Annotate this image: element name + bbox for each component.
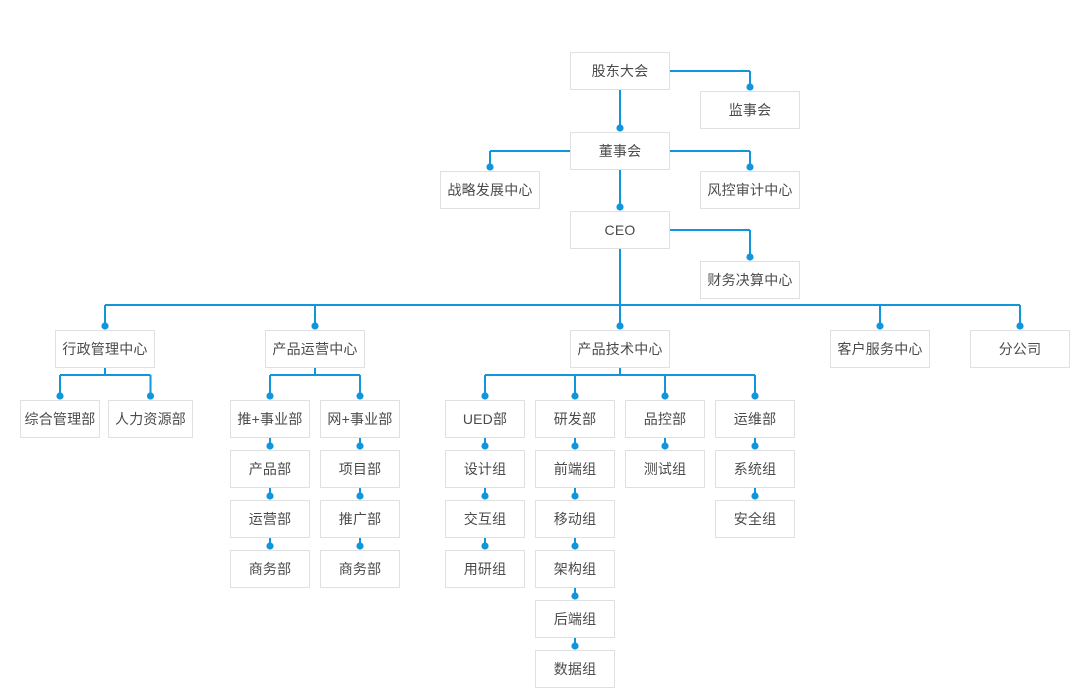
org-node-n14[interactable]: 人力资源部: [108, 400, 193, 438]
org-node-n23[interactable]: UED部: [445, 400, 525, 438]
org-node-label: 综合管理部: [24, 411, 96, 427]
org-node-n26[interactable]: 用研组: [445, 550, 525, 588]
org-node-n29[interactable]: 移动组: [535, 500, 615, 538]
org-node-label: 后端组: [553, 611, 597, 627]
org-node-label: 商务部: [248, 561, 292, 577]
org-node-label: 网+事业部: [327, 411, 393, 427]
org-node-n11[interactable]: 客户服务中心: [830, 330, 930, 368]
org-node-n19[interactable]: 网+事业部: [320, 400, 400, 438]
org-node-label: 战略发展中心: [447, 182, 533, 198]
org-node-n24[interactable]: 设计组: [445, 450, 525, 488]
org-node-n35[interactable]: 运维部: [715, 400, 795, 438]
org-node-label: 股东大会: [591, 63, 649, 79]
org-node-label: 财务决算中心: [707, 272, 793, 288]
org-node-n37[interactable]: 安全组: [715, 500, 795, 538]
org-node-n28[interactable]: 前端组: [535, 450, 615, 488]
org-node-n1[interactable]: 股东大会: [570, 52, 670, 90]
org-node-label: 行政管理中心: [62, 341, 148, 357]
org-node-label: 前端组: [553, 461, 597, 477]
org-node-label: 产品运营中心: [272, 341, 358, 357]
org-node-n18[interactable]: 商务部: [230, 550, 310, 588]
org-node-label: 董事会: [598, 143, 642, 159]
org-node-label: 运营部: [248, 511, 292, 527]
org-node-label: CEO: [604, 222, 636, 238]
org-node-label: UED部: [462, 411, 508, 427]
org-node-n34[interactable]: 测试组: [625, 450, 705, 488]
org-node-n27[interactable]: 研发部: [535, 400, 615, 438]
org-node-label: 设计组: [463, 461, 507, 477]
org-node-n8[interactable]: 行政管理中心: [55, 330, 155, 368]
org-node-label: 产品技术中心: [577, 341, 663, 357]
org-node-label: 用研组: [463, 561, 507, 577]
org-node-label: 项目部: [338, 461, 382, 477]
org-node-n15[interactable]: 推+事业部: [230, 400, 310, 438]
org-node-n4[interactable]: 战略发展中心: [440, 171, 540, 209]
org-node-n13[interactable]: 综合管理部: [20, 400, 100, 438]
org-node-label: 运维部: [733, 411, 777, 427]
org-node-n17[interactable]: 运营部: [230, 500, 310, 538]
org-node-n32[interactable]: 数据组: [535, 650, 615, 688]
org-node-label: 客户服务中心: [837, 341, 923, 357]
org-node-n5[interactable]: 风控审计中心: [700, 171, 800, 209]
org-node-label: 推广部: [338, 511, 382, 527]
org-node-label: 风控审计中心: [707, 182, 793, 198]
org-node-label: 测试组: [643, 461, 687, 477]
org-node-n6[interactable]: CEO: [570, 211, 670, 249]
org-node-n3[interactable]: 董事会: [570, 132, 670, 170]
org-node-n21[interactable]: 推广部: [320, 500, 400, 538]
org-node-n33[interactable]: 品控部: [625, 400, 705, 438]
org-node-n30[interactable]: 架构组: [535, 550, 615, 588]
org-node-n22[interactable]: 商务部: [320, 550, 400, 588]
org-node-n2[interactable]: 监事会: [700, 91, 800, 129]
org-node-n9[interactable]: 产品运营中心: [265, 330, 365, 368]
org-node-n12[interactable]: 分公司: [970, 330, 1070, 368]
org-node-label: 产品部: [248, 461, 292, 477]
org-node-label: 系统组: [733, 461, 777, 477]
org-node-label: 品控部: [643, 411, 687, 427]
org-node-label: 研发部: [553, 411, 597, 427]
org-node-label: 架构组: [553, 561, 597, 577]
org-node-label: 推+事业部: [237, 411, 303, 427]
org-node-n25[interactable]: 交互组: [445, 500, 525, 538]
org-node-n16[interactable]: 产品部: [230, 450, 310, 488]
org-node-label: 商务部: [338, 561, 382, 577]
org-node-label: 监事会: [728, 102, 772, 118]
org-node-label: 交互组: [463, 511, 507, 527]
org-node-n10[interactable]: 产品技术中心: [570, 330, 670, 368]
org-node-label: 人力资源部: [115, 411, 186, 427]
org-node-n20[interactable]: 项目部: [320, 450, 400, 488]
org-node-n36[interactable]: 系统组: [715, 450, 795, 488]
org-node-label: 安全组: [733, 511, 777, 527]
org-node-label: 数据组: [553, 661, 597, 677]
org-node-label: 移动组: [553, 511, 597, 527]
org-node-n7[interactable]: 财务决算中心: [700, 261, 800, 299]
org-node-n31[interactable]: 后端组: [535, 600, 615, 638]
org-node-label: 分公司: [998, 341, 1042, 357]
